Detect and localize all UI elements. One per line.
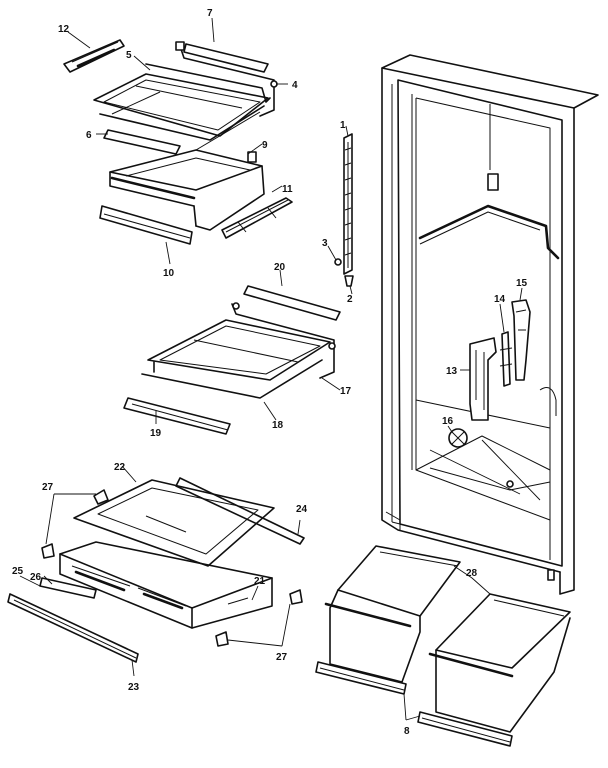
callout-27-top: 27 [42, 482, 54, 493]
callout-1: 1 [340, 120, 346, 131]
callout-2: 2 [347, 294, 353, 305]
callout-23: 23 [128, 682, 140, 693]
callout-26: 26 [30, 572, 42, 583]
callout-12: 12 [58, 24, 70, 35]
part-16-light-socket [448, 428, 468, 448]
part-27-brackets [41, 489, 303, 647]
callout-8: 8 [404, 726, 410, 737]
callout-6: 6 [86, 130, 92, 141]
callout-9: 9 [262, 140, 268, 151]
part-24-trim [175, 477, 305, 545]
part-1-support [343, 133, 353, 275]
part-8-crisper-covers [315, 661, 513, 747]
part-3-screw [334, 258, 342, 266]
part-12-bracket [63, 39, 125, 73]
callout-22: 22 [114, 462, 126, 473]
callout-5: 5 [126, 50, 132, 61]
leader-lines [19, 17, 523, 721]
part-14-control-knob [499, 331, 513, 387]
callout-10: 10 [163, 268, 175, 279]
part-26-clip [39, 577, 97, 599]
callout-4: 4 [292, 80, 298, 91]
callout-21: 21 [254, 576, 266, 587]
callout-7: 7 [207, 8, 213, 19]
callout-15: 15 [516, 278, 528, 289]
callout-3: 3 [322, 238, 328, 249]
callout-18: 18 [272, 420, 284, 431]
part-13-control-housing [469, 337, 497, 421]
part-10-cover [99, 205, 193, 245]
top-shelf-assembly [93, 41, 278, 155]
part-15-thermostat [511, 299, 531, 381]
callout-17: 17 [340, 386, 352, 397]
callout-24: 24 [296, 504, 308, 515]
callout-27-bottom: 27 [276, 652, 288, 663]
callout-19: 19 [150, 428, 162, 439]
callout-20: 20 [274, 262, 286, 273]
callout-labels: 7 12 5 4 6 9 11 10 20 1 3 2 17 18 19 22 … [12, 8, 528, 737]
part-21-crisper-frame [59, 541, 273, 629]
part-28-crispers [324, 545, 571, 733]
middle-shelf-assembly [123, 302, 336, 435]
callout-28: 28 [466, 568, 478, 579]
callout-14: 14 [494, 294, 506, 305]
callout-25: 25 [12, 566, 24, 577]
callout-13: 13 [446, 366, 458, 377]
part-25-cover [7, 593, 139, 663]
callout-16: 16 [442, 416, 454, 427]
part-20-trim [243, 285, 341, 321]
cabinet [381, 54, 599, 595]
part-22-glass [73, 479, 275, 567]
part-9-meat-pan [109, 149, 265, 231]
part-11-rail [221, 197, 293, 239]
callout-11: 11 [282, 184, 293, 195]
part-2-screw [344, 275, 354, 287]
